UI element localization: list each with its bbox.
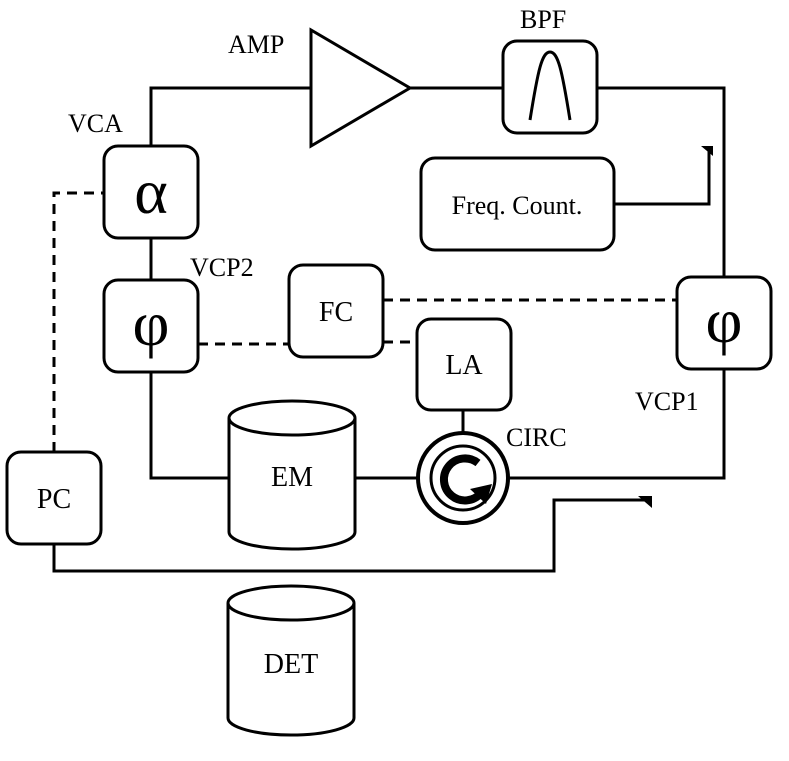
signal-wires [52, 86, 726, 573]
fc-label: FC [319, 297, 353, 328]
circulator-inner [429, 444, 497, 512]
circ-label: CIRC [506, 423, 567, 452]
det-top [226, 584, 356, 622]
wire-vcp2-to-em [149, 372, 229, 480]
wire-pc-to-det-tap [52, 498, 650, 573]
fc-block: FC [287, 263, 385, 359]
wire-vca-to-amp [149, 86, 312, 146]
wire-freq-counter-tap [614, 148, 711, 206]
phi-symbol-vcp2: φ [133, 288, 170, 359]
det-cylinder: DET [226, 584, 356, 737]
vcp1: φ VCP1 [635, 275, 773, 416]
wire-bpf-to-vcp1 [597, 86, 726, 278]
freq-counter-label: Freq. Count. [452, 191, 583, 220]
em-top [227, 399, 357, 437]
tap-marker-top [701, 146, 713, 156]
vca: α VCA [68, 109, 200, 240]
vcp2-box [102, 278, 200, 374]
la-block: LA [415, 317, 513, 412]
la-label: LA [445, 350, 483, 381]
band-pass-filter: BPF [501, 5, 599, 135]
bandpass-curve-icon [528, 50, 572, 121]
phi-symbol-vcp1: φ [706, 285, 743, 356]
det-body [226, 603, 356, 737]
frequency-counter: Freq. Count. [419, 156, 616, 252]
pc-block: PC [5, 450, 103, 546]
vcp1-box [675, 275, 773, 371]
freq-counter-box [419, 156, 616, 252]
bpf-box [501, 39, 599, 135]
em-label: EM [271, 462, 313, 493]
alpha-symbol: α [134, 156, 168, 227]
pc-label: PC [37, 484, 71, 515]
amplifier: AMP [228, 27, 413, 149]
det-label: DET [264, 649, 318, 680]
circulator: CIRC [416, 423, 567, 525]
em-cylinder: EM [227, 399, 357, 551]
la-box [415, 317, 513, 412]
vca-label: VCA [68, 109, 123, 138]
em-body [227, 418, 357, 551]
bpf-label: BPF [520, 5, 566, 34]
vcp2: φ VCP2 [102, 253, 254, 374]
fc-box [287, 263, 385, 359]
amplifier-triangle [309, 27, 413, 149]
vca-box [102, 144, 200, 240]
circulator-arrowhead [470, 484, 492, 504]
control-wires [52, 191, 677, 452]
vcp1-label: VCP1 [635, 387, 699, 416]
wire-vcp1-to-circ [508, 368, 726, 480]
circulator-arrow-icon [440, 454, 485, 505]
vcp2-label: VCP2 [190, 253, 254, 282]
tap-marker-bottom [638, 496, 652, 508]
pc-box [5, 450, 103, 546]
amp-label: AMP [228, 30, 284, 59]
control-pc-to-vca [52, 191, 103, 452]
